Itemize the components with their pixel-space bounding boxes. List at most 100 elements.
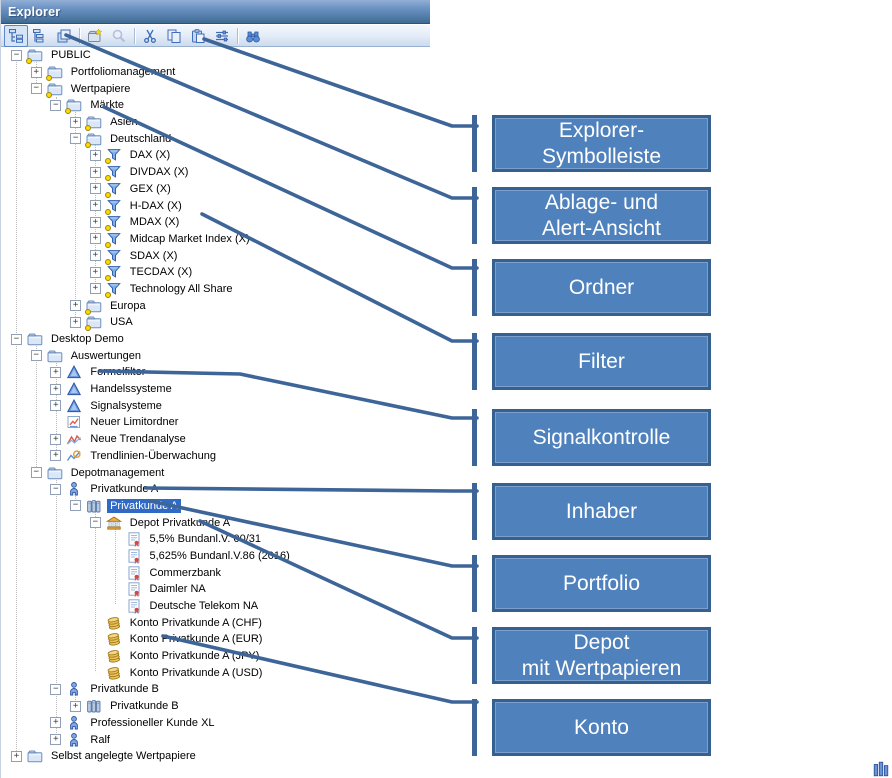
expand-icon[interactable]: + — [89, 183, 101, 195]
tree-list-icon — [32, 28, 48, 44]
tree-item[interactable]: Neuer Limitordner — [1, 414, 430, 431]
toolbar-cut-button[interactable] — [138, 25, 162, 47]
expand-icon[interactable]: + — [50, 433, 62, 445]
expand-icon[interactable]: + — [89, 200, 101, 212]
collapse-icon[interactable]: − — [50, 683, 62, 695]
tree-item[interactable]: +Portfoliomanagement — [1, 64, 430, 82]
window-titlebar[interactable]: Explorer — [1, 0, 430, 24]
toolbar-stack-button[interactable] — [52, 25, 76, 47]
collapse-icon[interactable]: − — [50, 483, 62, 495]
expand-icon[interactable]: + — [50, 450, 62, 462]
tree-item[interactable]: +DAX (X) — [1, 147, 430, 165]
tree-item[interactable]: −Märkte — [1, 97, 430, 115]
toolbar-sliders-button[interactable] — [210, 25, 234, 47]
expand-icon[interactable]: + — [50, 400, 62, 412]
collapse-icon[interactable]: − — [11, 49, 22, 61]
expand-icon[interactable]: + — [50, 366, 62, 378]
callout-line: Alert-Ansicht — [541, 216, 662, 240]
funnel-icon — [104, 181, 123, 198]
tree-item[interactable]: +Technology All Share — [1, 281, 430, 298]
tree-item[interactable]: +Handelssysteme — [1, 381, 430, 398]
tree-item[interactable]: +Asien — [1, 114, 430, 132]
tree-item[interactable]: Deutsche Telekom NA — [1, 598, 430, 615]
tree-item[interactable]: −Deutschland — [1, 130, 430, 148]
expand-icon[interactable]: + — [50, 717, 62, 729]
tree-item[interactable]: −Privatkunde A — [1, 481, 430, 498]
tree-item[interactable]: + H-DAX (X) — [1, 197, 430, 215]
expand-icon[interactable]: + — [70, 316, 82, 328]
cropped-icon-fragment — [872, 760, 890, 778]
expand-icon[interactable]: + — [89, 250, 101, 262]
collapse-icon[interactable]: − — [50, 99, 62, 111]
tree-item-label: TECDAX (X) — [129, 266, 193, 279]
tree-item[interactable]: +SDAX (X) — [1, 247, 430, 265]
expand-icon[interactable]: + — [50, 734, 62, 746]
tree-item[interactable]: +Ralf — [1, 731, 430, 748]
tree-item[interactable]: 5,5% Bundanl.V. 00/31 — [1, 531, 430, 548]
expand-icon[interactable]: + — [89, 266, 101, 278]
toolbar-new-folder-button[interactable] — [83, 25, 107, 47]
collapse-icon[interactable]: − — [11, 333, 22, 345]
expand-icon[interactable]: + — [89, 283, 101, 295]
tree-item[interactable]: −Desktop Demo — [1, 331, 430, 348]
person-icon — [66, 732, 83, 748]
tree-item[interactable]: +Trendlinien-Überwachung — [1, 448, 430, 465]
toolbar-tree-list-button[interactable] — [28, 25, 52, 47]
tree-item[interactable]: − Auswertungen — [1, 347, 430, 364]
tree-item[interactable]: Konto Privatkunde A (EUR) — [1, 631, 430, 648]
collapse-icon[interactable]: − — [70, 133, 82, 145]
toolbar-binoculars-button[interactable] — [241, 25, 265, 47]
callout-depot-mit-wertpapieren: Depot mit Wertpapieren — [492, 627, 711, 684]
tree-item[interactable]: +MDAX (X) — [1, 214, 430, 232]
tree-item[interactable]: −Depotmanagement — [1, 464, 430, 481]
tree-item[interactable]: +Europa — [1, 297, 430, 315]
tree-item[interactable]: +Midcap Market Index (X) — [1, 231, 430, 248]
tree-item[interactable]: +Neue Trendanalyse — [1, 431, 430, 448]
tree-item[interactable]: +Signalsysteme — [1, 397, 430, 414]
tree-item[interactable]: +GEX (X) — [1, 181, 430, 198]
collapse-icon[interactable]: − — [30, 467, 42, 479]
tree-item[interactable]: +Selbst angelegte Wertpapiere — [1, 748, 430, 765]
tree-item[interactable]: −PUBLIC — [1, 47, 430, 65]
tree-item[interactable]: +Privatkunde B — [1, 698, 430, 715]
tree-item-label: H-DAX (X) — [129, 199, 182, 212]
tree-item[interactable]: + TECDAX (X) — [1, 264, 430, 282]
expand-icon[interactable]: + — [89, 166, 101, 178]
tree-item[interactable]: Commerzbank — [1, 564, 430, 581]
collapse-icon[interactable]: − — [30, 350, 42, 362]
expand-icon[interactable]: + — [89, 233, 101, 245]
toolbar-magnifier-button[interactable] — [107, 25, 131, 47]
tree-item[interactable]: +USA — [1, 314, 430, 332]
collapse-icon[interactable]: − — [70, 500, 82, 512]
expand-icon[interactable]: + — [89, 216, 101, 228]
tree-item[interactable]: Konto Privatkunde A (CHF) — [1, 614, 430, 631]
tree-item[interactable]: −Privatkunde B — [1, 681, 430, 698]
callout-konto: Konto — [492, 699, 711, 756]
collapse-icon[interactable]: − — [89, 517, 101, 529]
callout-line: mit Wertpapieren — [521, 656, 682, 680]
funnel-icon — [104, 147, 123, 165]
tree-item[interactable]: −Wertpapiere — [1, 80, 430, 98]
tree-item[interactable]: +Formelfilter — [1, 364, 430, 381]
tree-item-label: Auswertungen — [70, 349, 142, 362]
expand-icon[interactable]: + — [50, 383, 62, 395]
expand-icon[interactable]: + — [70, 300, 82, 312]
tree-item[interactable]: Konto Privatkunde A (JPY) — [1, 648, 430, 665]
toolbar-copy-button[interactable] — [162, 25, 186, 47]
collapse-icon[interactable]: − — [30, 83, 42, 95]
tree-item[interactable]: +Professioneller Kunde XL — [1, 715, 430, 732]
tree-item[interactable]: −Privatkunde A — [1, 498, 430, 515]
tree-item[interactable]: 5,625% Bundanl.V.86 (2016) — [1, 548, 430, 565]
toolbar-tree-view-button[interactable] — [4, 24, 28, 47]
toolbar-paste-button[interactable] — [186, 25, 210, 47]
expand-icon[interactable]: + — [70, 700, 82, 712]
tree-item[interactable]: −Depot Privatkunde A — [1, 514, 430, 531]
expand-icon[interactable]: + — [89, 149, 101, 161]
tree-item[interactable]: +DIVDAX (X) — [1, 164, 430, 182]
tree-item[interactable]: Daimler NA — [1, 581, 430, 598]
expand-icon[interactable]: + — [30, 66, 42, 78]
tree-item-label: 5,5% Bundanl.V. 00/31 — [149, 533, 262, 546]
tree-item[interactable]: Konto Privatkunde A (USD) — [1, 664, 430, 681]
expand-icon[interactable]: + — [11, 750, 22, 762]
expand-icon[interactable]: + — [70, 116, 82, 128]
